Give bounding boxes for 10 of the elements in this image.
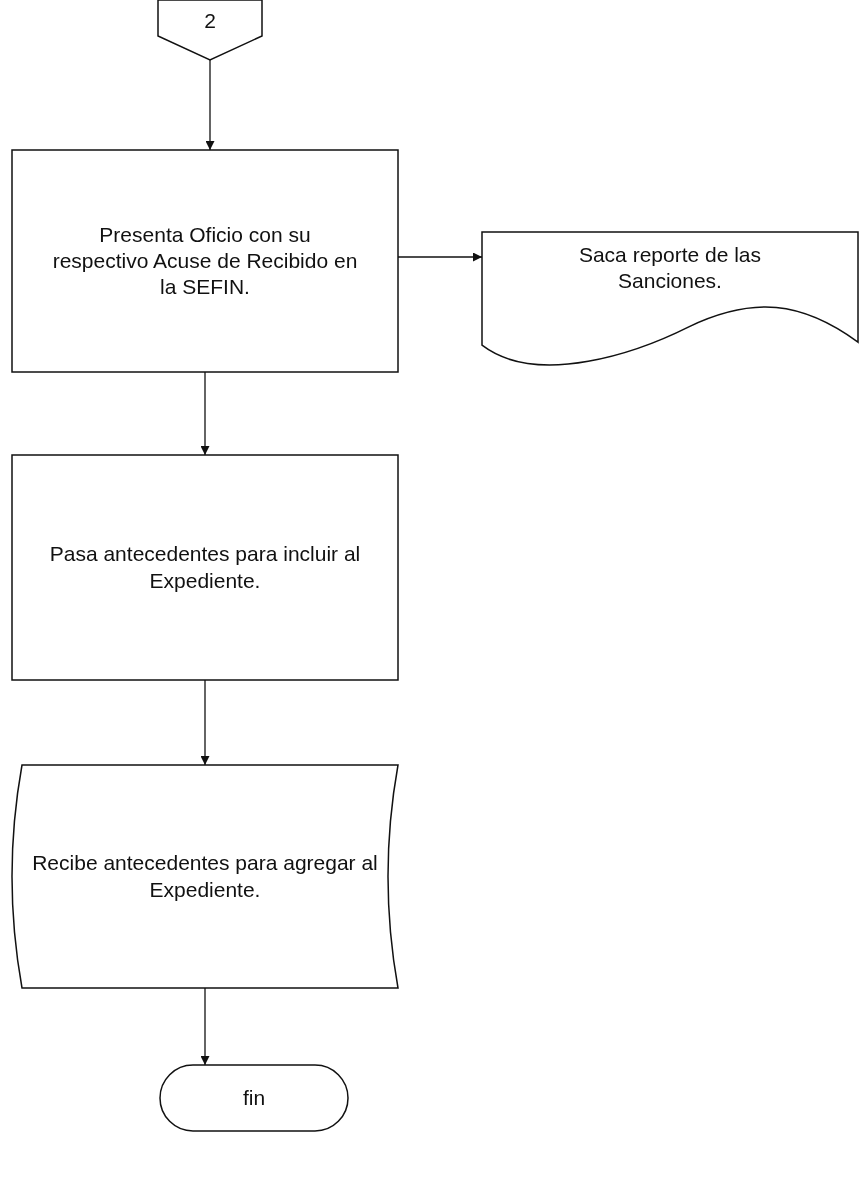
arrow bbox=[205, 59, 215, 151]
step-text: 2 bbox=[204, 7, 216, 34]
step-text: Saca reporte de las Sanciones. bbox=[577, 242, 763, 295]
step-text: Pasa antecedentes para incluir al Expediente. bbox=[48, 541, 362, 594]
arrow bbox=[200, 987, 210, 1066]
arrow bbox=[200, 679, 210, 766]
arrow bbox=[200, 371, 210, 456]
step-text: Recibe antecedentes para agregar al Expediente. bbox=[32, 850, 378, 903]
step-text: Presenta Oficio con su respectivo Acuse de Recibido en la SEFIN. bbox=[52, 221, 358, 301]
step-text: fin bbox=[242, 1084, 266, 1111]
